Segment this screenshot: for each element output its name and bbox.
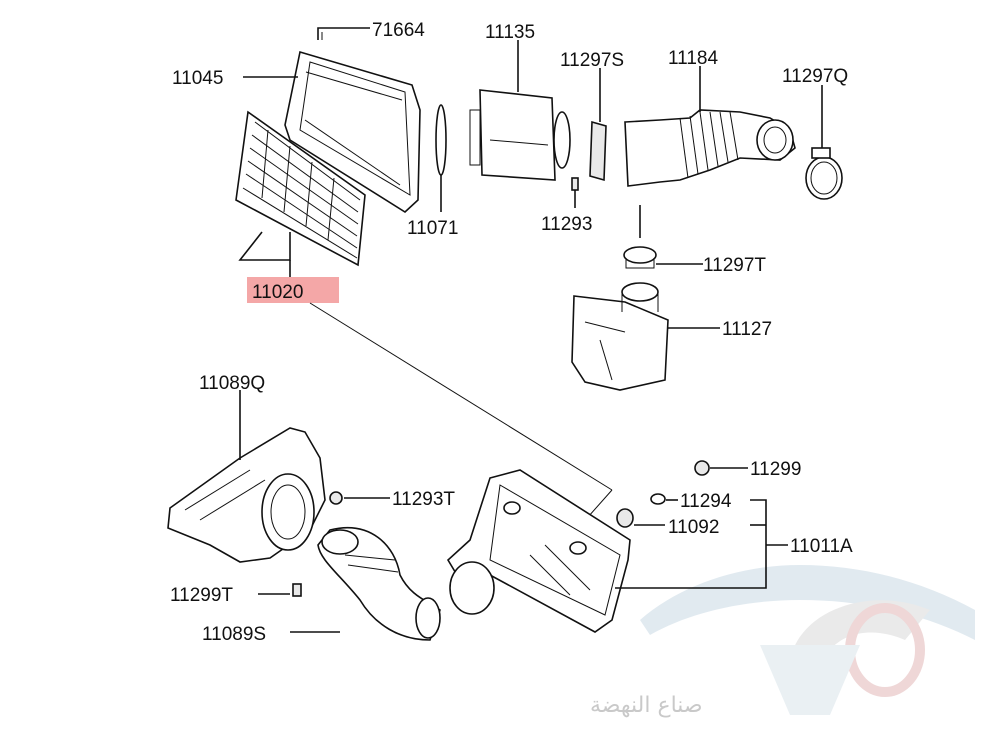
air-intake-duct — [167, 427, 326, 563]
screw-11293 — [571, 177, 579, 191]
label-11299: 11299 — [750, 459, 801, 480]
label-11293T: 11293T — [392, 489, 455, 510]
label-11297Q: 11297Q — [782, 66, 848, 87]
label-11089Q: 11089Q — [199, 373, 265, 394]
collar-11294 — [650, 493, 666, 505]
label-11045: 11045 — [172, 68, 223, 89]
label-11071: 11071 — [407, 218, 458, 239]
label-11092: 11092 — [668, 517, 719, 538]
label-11020: 11020 — [252, 282, 303, 303]
clamp-11297Q — [805, 147, 843, 200]
bolt-11299 — [694, 460, 710, 476]
watermark-text: صناع النهضة — [590, 693, 703, 718]
air-cleaner-case — [446, 469, 631, 633]
air-cleaner-cover — [284, 50, 421, 214]
gasket-11071 — [435, 104, 447, 176]
air-filter-element — [235, 110, 366, 267]
leader-11020-long — [309, 302, 613, 491]
clip-11293T — [329, 491, 343, 505]
clamp-11297T — [623, 246, 657, 269]
label-11135: 11135 — [485, 22, 535, 43]
leader-11020-bracket — [238, 231, 291, 261]
gasket-11297S — [589, 120, 607, 182]
label-11299T: 11299T — [170, 585, 233, 606]
bracket-71664 — [317, 27, 370, 40]
label-71664: 71664 — [372, 20, 425, 41]
air-flow-sensor — [469, 89, 571, 181]
label-11294: 11294 — [680, 491, 732, 512]
label-11089S: 11089S — [202, 624, 266, 645]
label-11184: 11184 — [668, 48, 718, 69]
label-11297T: 11297T — [703, 255, 766, 276]
leader-11011A-bracket — [615, 499, 767, 589]
duct-hose-11089S — [317, 527, 441, 641]
label-11297S: 11297S — [560, 50, 624, 71]
label-11011A: 11011A — [790, 536, 853, 557]
resonator-11127 — [571, 282, 669, 391]
grommet-11092 — [616, 508, 634, 528]
watermark-logo — [640, 565, 975, 715]
label-11127: 11127 — [722, 319, 772, 340]
intake-hose — [624, 109, 796, 187]
label-11293: 11293 — [541, 214, 592, 235]
label-11020-highlight — [247, 277, 339, 303]
bolt-11299T — [292, 583, 302, 597]
